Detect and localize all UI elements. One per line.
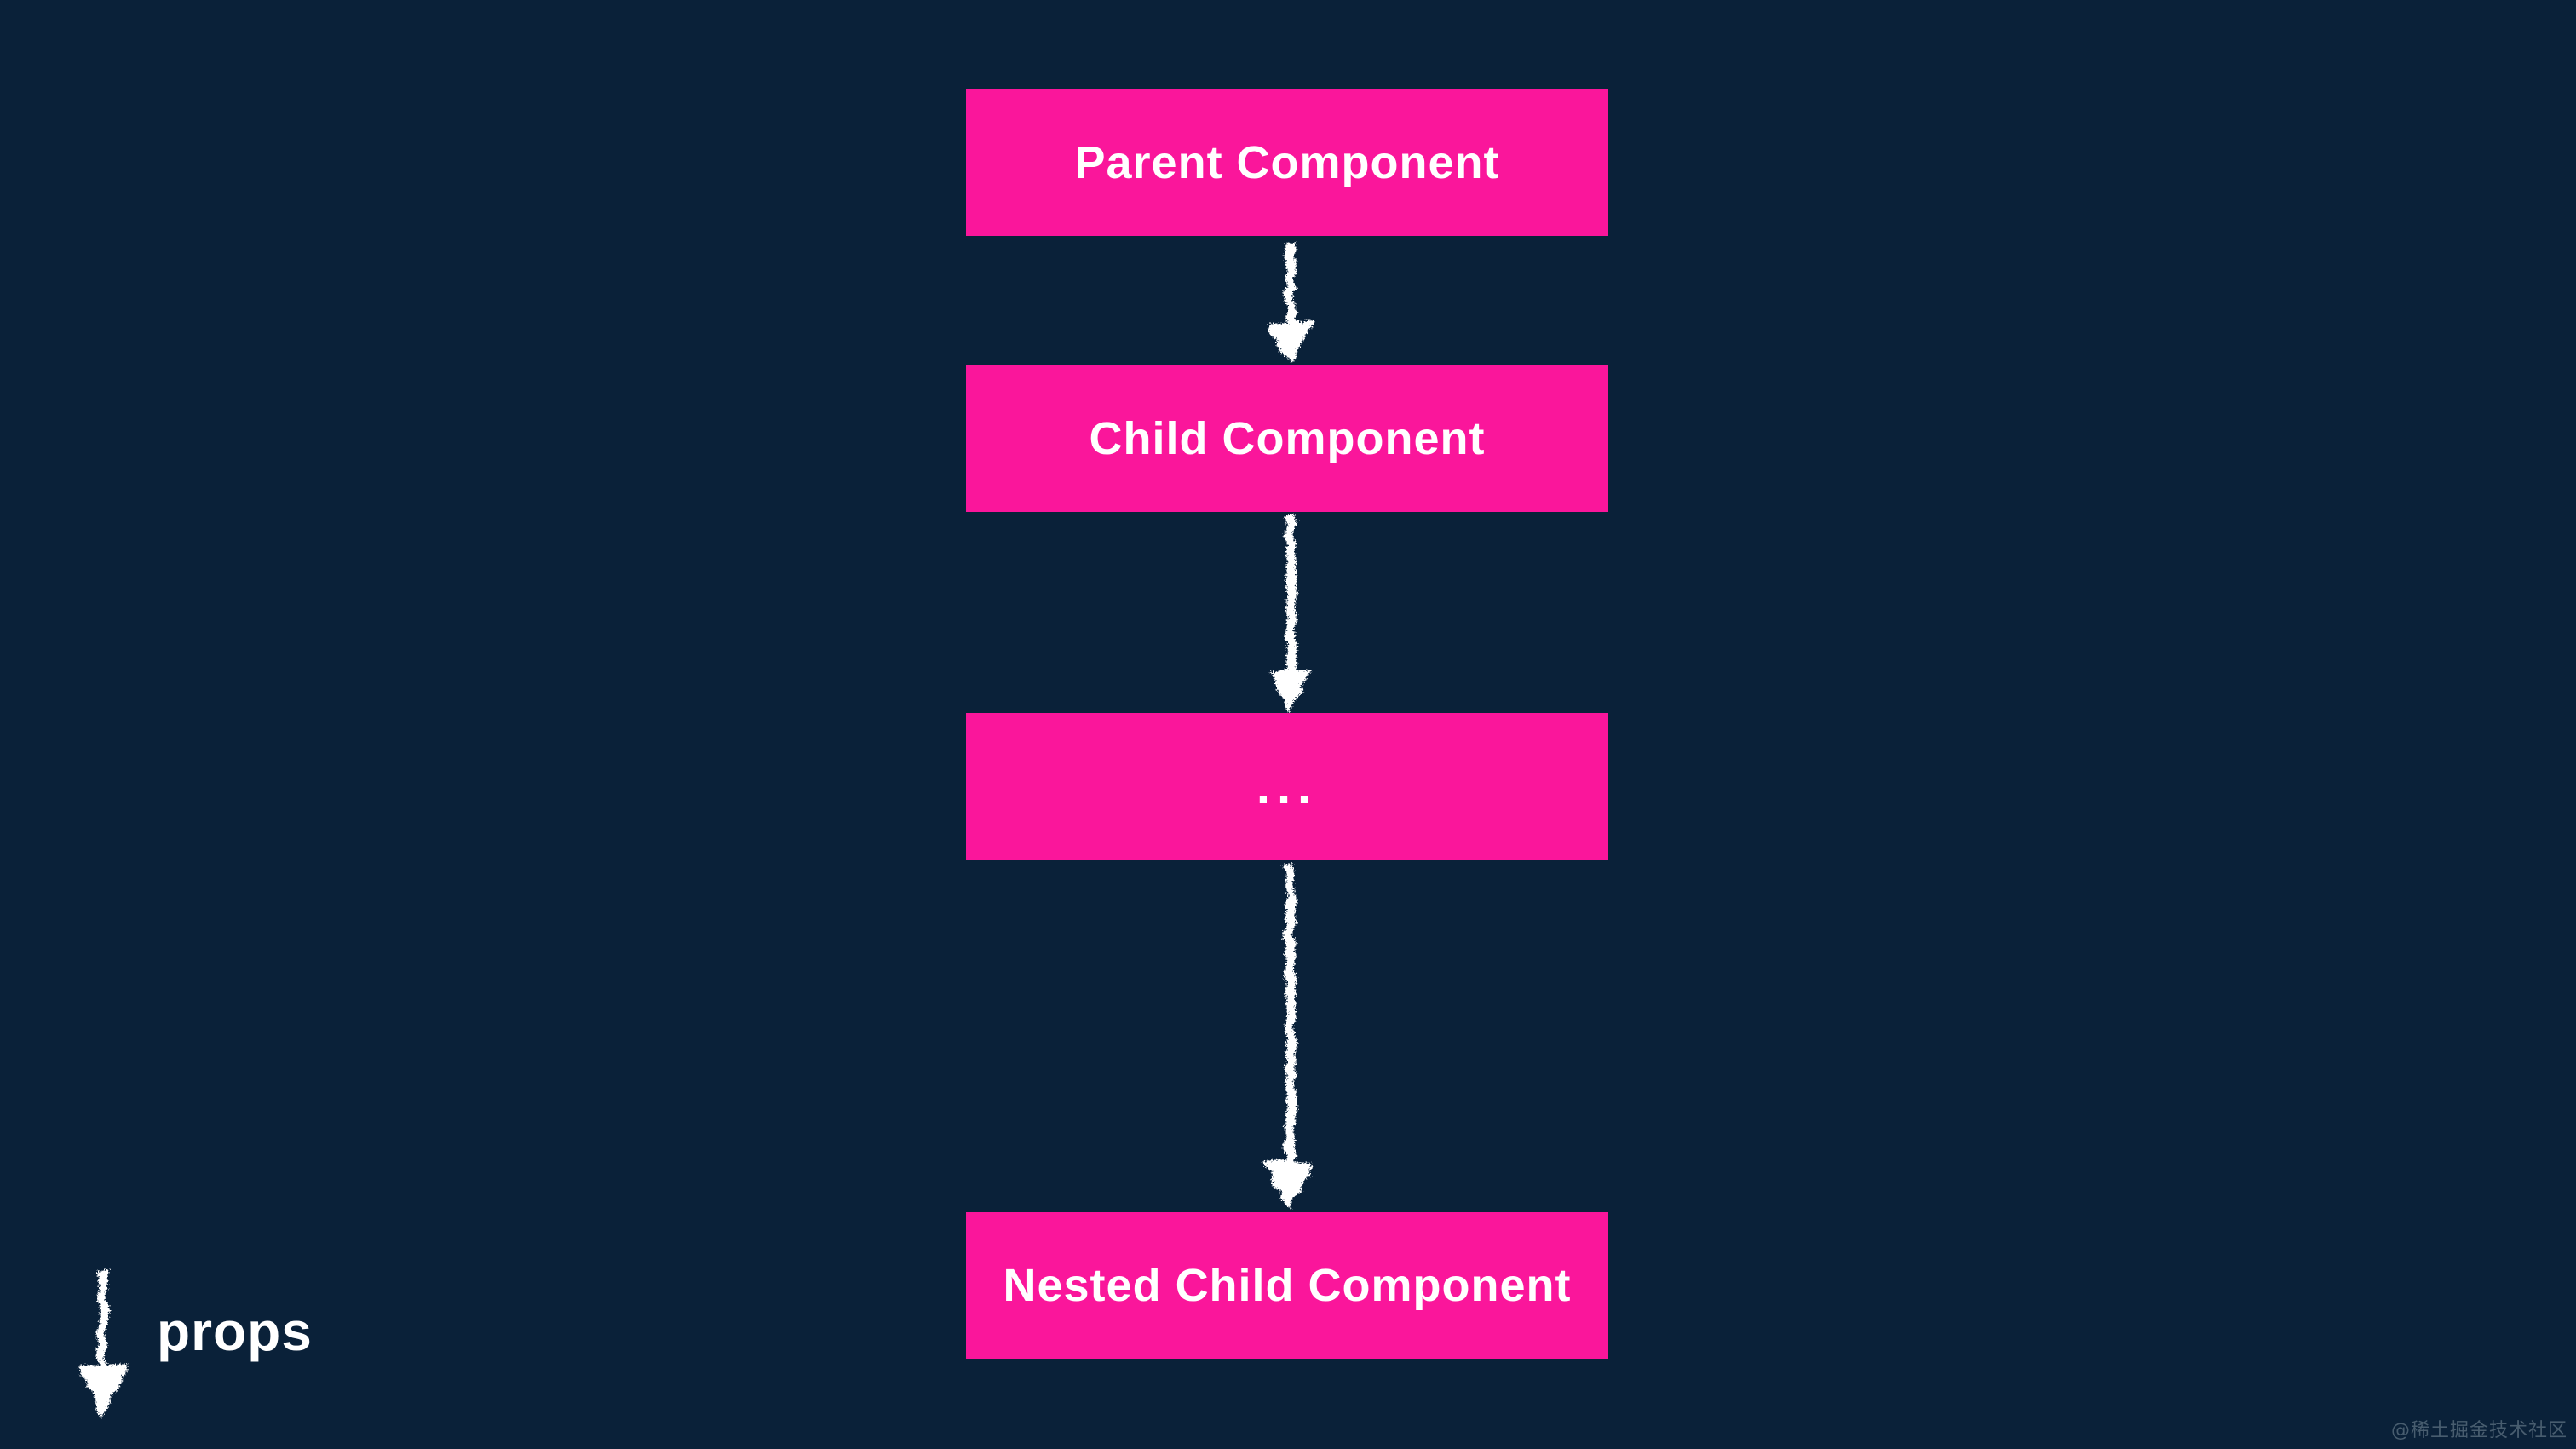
node-label: ...	[1256, 758, 1319, 814]
watermark: @稀土掘金技术社区	[2390, 1420, 2567, 1441]
arrow-ellipsis-to-nested-icon	[1262, 861, 1314, 1209]
node-nested-child-component: Nested Child Component	[966, 1212, 1608, 1359]
node-child-component: Child Component	[966, 365, 1608, 512]
legend-props-label: props	[157, 1301, 313, 1362]
node-label: Nested Child Component	[1003, 1260, 1572, 1311]
node-ellipsis: ...	[966, 713, 1608, 860]
node-label: Parent Component	[1074, 137, 1500, 188]
legend-props-arrow-icon	[75, 1268, 126, 1416]
arrow-parent-to-child-icon	[1265, 239, 1311, 364]
node-label: Child Component	[1089, 413, 1486, 464]
arrow-child-to-ellipsis-icon	[1266, 515, 1310, 710]
node-parent-component: Parent Component	[966, 89, 1608, 236]
